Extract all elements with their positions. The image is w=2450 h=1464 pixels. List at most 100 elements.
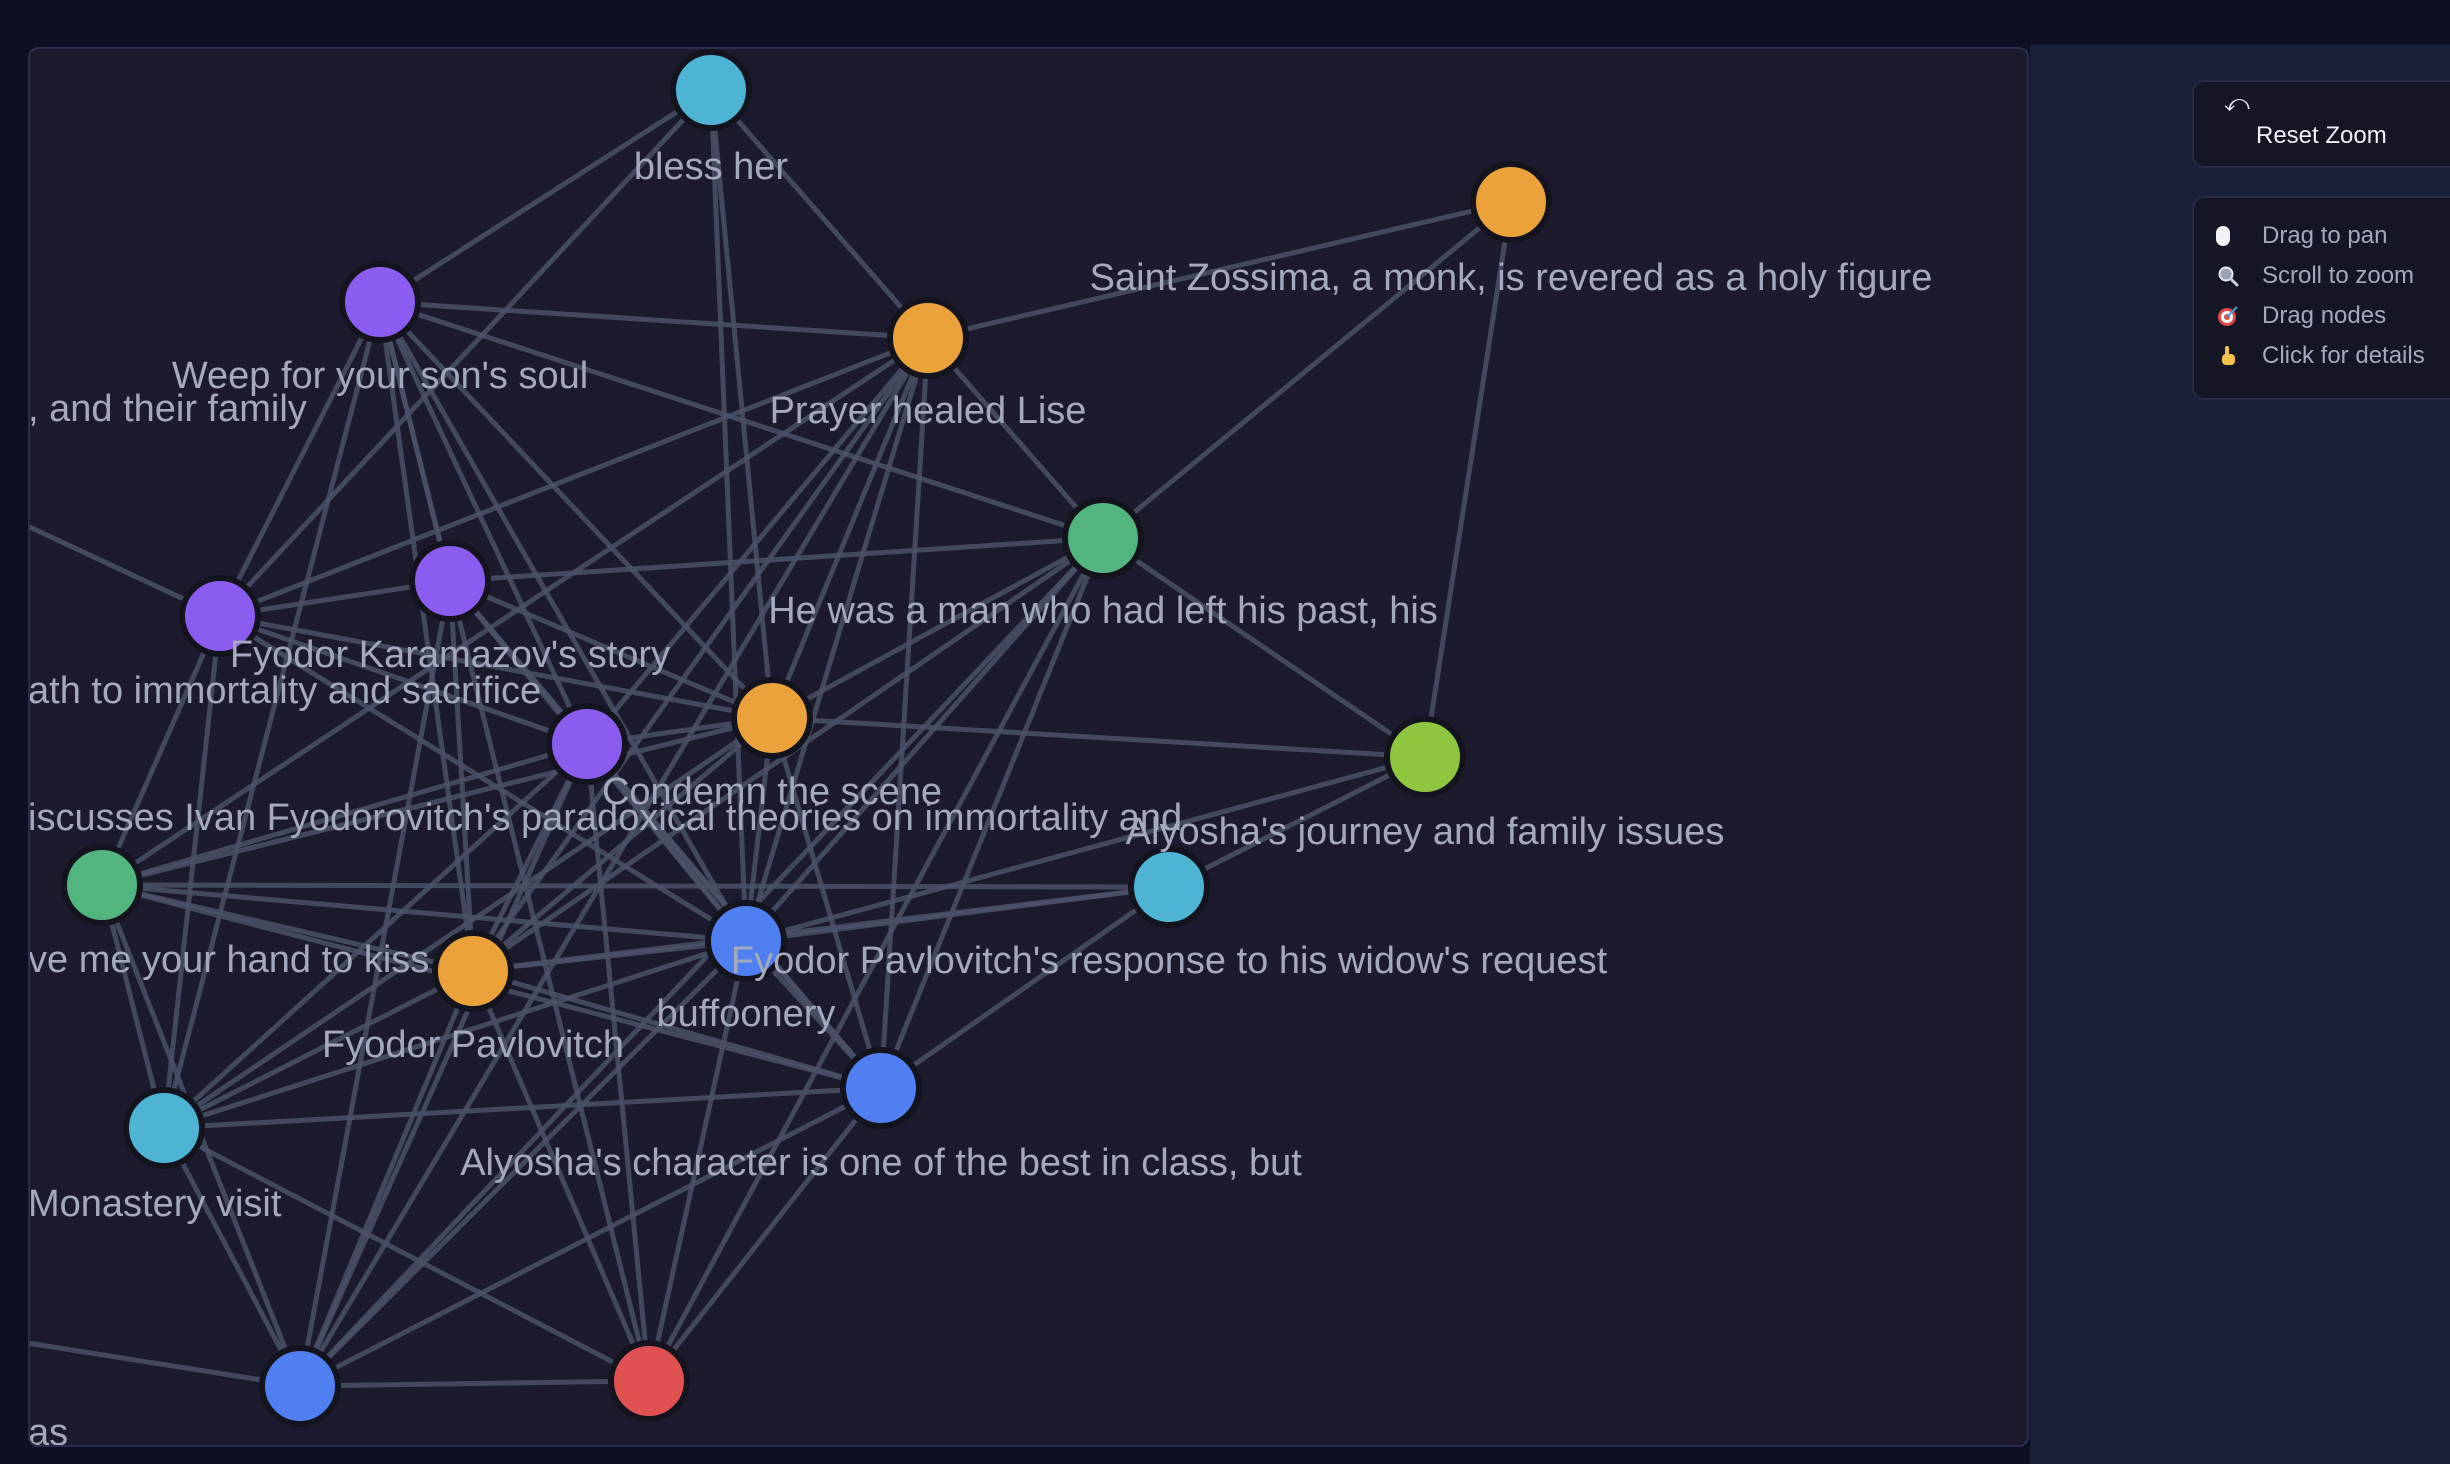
graph-edge bbox=[449, 578, 773, 721]
graph-edge bbox=[646, 536, 1106, 1383]
graph-edge bbox=[470, 970, 652, 1382]
graph-edge bbox=[297, 580, 453, 1387]
graph-edge bbox=[101, 715, 773, 888]
graph-node-monastery-visit[interactable] bbox=[123, 1087, 205, 1169]
reset-zoom-button[interactable]: ⤺ Reset Zoom bbox=[2192, 80, 2450, 168]
graph-edge bbox=[99, 884, 167, 1129]
hint-row-details: Click for details bbox=[2216, 336, 2425, 376]
graph-edge bbox=[744, 536, 1105, 943]
magnifier-icon bbox=[2216, 264, 2250, 288]
reset-zoom-label: Reset Zoom bbox=[2256, 122, 2387, 149]
graph-node-bottom-blue[interactable] bbox=[259, 1345, 341, 1427]
graph-node-prayer-lise[interactable] bbox=[887, 297, 969, 379]
graph-edge bbox=[771, 715, 1426, 760]
graph-edge bbox=[769, 337, 931, 719]
graph-edge bbox=[101, 882, 747, 944]
graph-edge bbox=[926, 336, 1105, 540]
graph-edge bbox=[30, 524, 222, 619]
graph-edge bbox=[584, 743, 652, 1382]
graph-edge bbox=[101, 882, 1170, 890]
graph-edge bbox=[298, 939, 748, 1388]
graph-edge bbox=[299, 1378, 650, 1389]
undo-icon: ⤺ bbox=[2224, 90, 2250, 117]
graph-edge bbox=[219, 613, 588, 747]
graph-node-karamazov-story[interactable] bbox=[409, 540, 491, 622]
graph-node-bottom-red[interactable] bbox=[608, 1340, 690, 1422]
graph-edge bbox=[1101, 535, 1427, 760]
node-label-path-immortality: ath to immortality and sacrifice bbox=[30, 670, 541, 712]
node-label-buffoonery: buffoonery bbox=[657, 993, 836, 1035]
pointer-hand-icon bbox=[2216, 344, 2250, 368]
hint-row-pan: Drag to pan bbox=[2216, 216, 2387, 256]
node-label-man-left-past: He was a man who had left his past, his bbox=[768, 590, 1438, 632]
node-label-fyodor-pavlovitch: Fyodor Pavlovitch bbox=[322, 1024, 624, 1066]
graph-edge bbox=[647, 1086, 883, 1383]
graph-node-ivan-theories[interactable] bbox=[61, 844, 143, 926]
graph-edge bbox=[161, 1126, 303, 1388]
node-label-monastery-visit: Monastery visit bbox=[30, 1183, 282, 1225]
graph-edge bbox=[219, 613, 773, 721]
graph-edge bbox=[162, 968, 475, 1131]
graph-edge bbox=[879, 884, 1171, 1091]
graph-edge bbox=[379, 299, 929, 341]
graph-edge bbox=[1101, 200, 1513, 540]
graph-edge bbox=[449, 535, 1104, 584]
target-icon bbox=[2216, 304, 2250, 328]
graph-node-buffoonery[interactable] bbox=[705, 900, 787, 982]
node-label-ivan-theories: iscusses Ivan Fyodorovitch's paradoxical… bbox=[30, 797, 1182, 839]
graph-edge bbox=[646, 940, 749, 1382]
graph-node-path-immortality[interactable] bbox=[179, 575, 261, 657]
graph-edge bbox=[709, 88, 930, 340]
graph-edge bbox=[472, 938, 747, 974]
graph-edge bbox=[162, 1125, 651, 1384]
node-label-condemn-scene: Condemn the scene bbox=[602, 771, 942, 813]
graph-edge bbox=[161, 615, 223, 1129]
hint-text-pan: Drag to pan bbox=[2262, 222, 2388, 249]
node-label-bless-her: bless her bbox=[634, 146, 789, 188]
graph-edge bbox=[162, 742, 589, 1130]
hint-text-drag-nodes: Drag nodes bbox=[2262, 302, 2387, 329]
graph-edge bbox=[379, 299, 1104, 541]
graph-edge bbox=[298, 536, 1105, 1388]
graph-edge bbox=[1422, 201, 1514, 758]
graph-edge bbox=[1167, 754, 1427, 890]
graph-node-alyosha-character[interactable] bbox=[840, 1047, 922, 1129]
graph-edge bbox=[927, 199, 1512, 341]
controls-hint-panel: Drag to pan Scroll to zoom Drag nodes Cl… bbox=[2192, 196, 2450, 400]
graph-node-man-left-past[interactable] bbox=[1062, 497, 1144, 579]
node-label-offscreen-as: as bbox=[30, 1412, 68, 1447]
hint-row-drag-nodes: Drag nodes bbox=[2216, 296, 2386, 336]
graph-node-condemn-scene[interactable] bbox=[731, 677, 813, 759]
graph-edge bbox=[297, 742, 590, 1388]
graph-node-response-widow[interactable] bbox=[1128, 846, 1210, 928]
graph-edge bbox=[585, 336, 930, 746]
graph-edge bbox=[743, 337, 931, 942]
graph-edge bbox=[101, 741, 588, 888]
graph-node-saint-zossima[interactable] bbox=[1470, 161, 1552, 243]
graph-edge bbox=[162, 715, 774, 1131]
graph-edge bbox=[878, 537, 1106, 1089]
graph-edge bbox=[297, 336, 931, 1388]
graph-edge bbox=[745, 754, 1426, 944]
graph-edge bbox=[297, 970, 476, 1387]
graph-node-discusses-ivan[interactable] bbox=[546, 703, 628, 785]
graph-edge bbox=[878, 337, 931, 1089]
graph-node-weep-soul[interactable] bbox=[339, 261, 421, 343]
node-label-offscreen-family: , and their family bbox=[30, 388, 307, 430]
hint-text-details: Click for details bbox=[2262, 342, 2425, 369]
graph-node-alyosha-journey[interactable] bbox=[1384, 716, 1466, 798]
node-label-response-widow: Fyodor Pavlovitch's response to his wido… bbox=[731, 940, 1608, 982]
graph-node-hand-to-kiss[interactable] bbox=[432, 930, 514, 1012]
edges-layer bbox=[30, 87, 1514, 1389]
graph-edge bbox=[377, 301, 652, 1382]
graph-edge bbox=[472, 968, 882, 1091]
graph-edge bbox=[447, 580, 476, 972]
mouse-icon bbox=[2216, 226, 2250, 246]
graph-node-bless-her[interactable] bbox=[670, 49, 752, 131]
node-label-weep-soul: Weep for your son's soul bbox=[172, 355, 588, 397]
node-label-karamazov-story: Fyodor Karamazov's story bbox=[230, 634, 670, 676]
graph-edge bbox=[161, 301, 383, 1129]
